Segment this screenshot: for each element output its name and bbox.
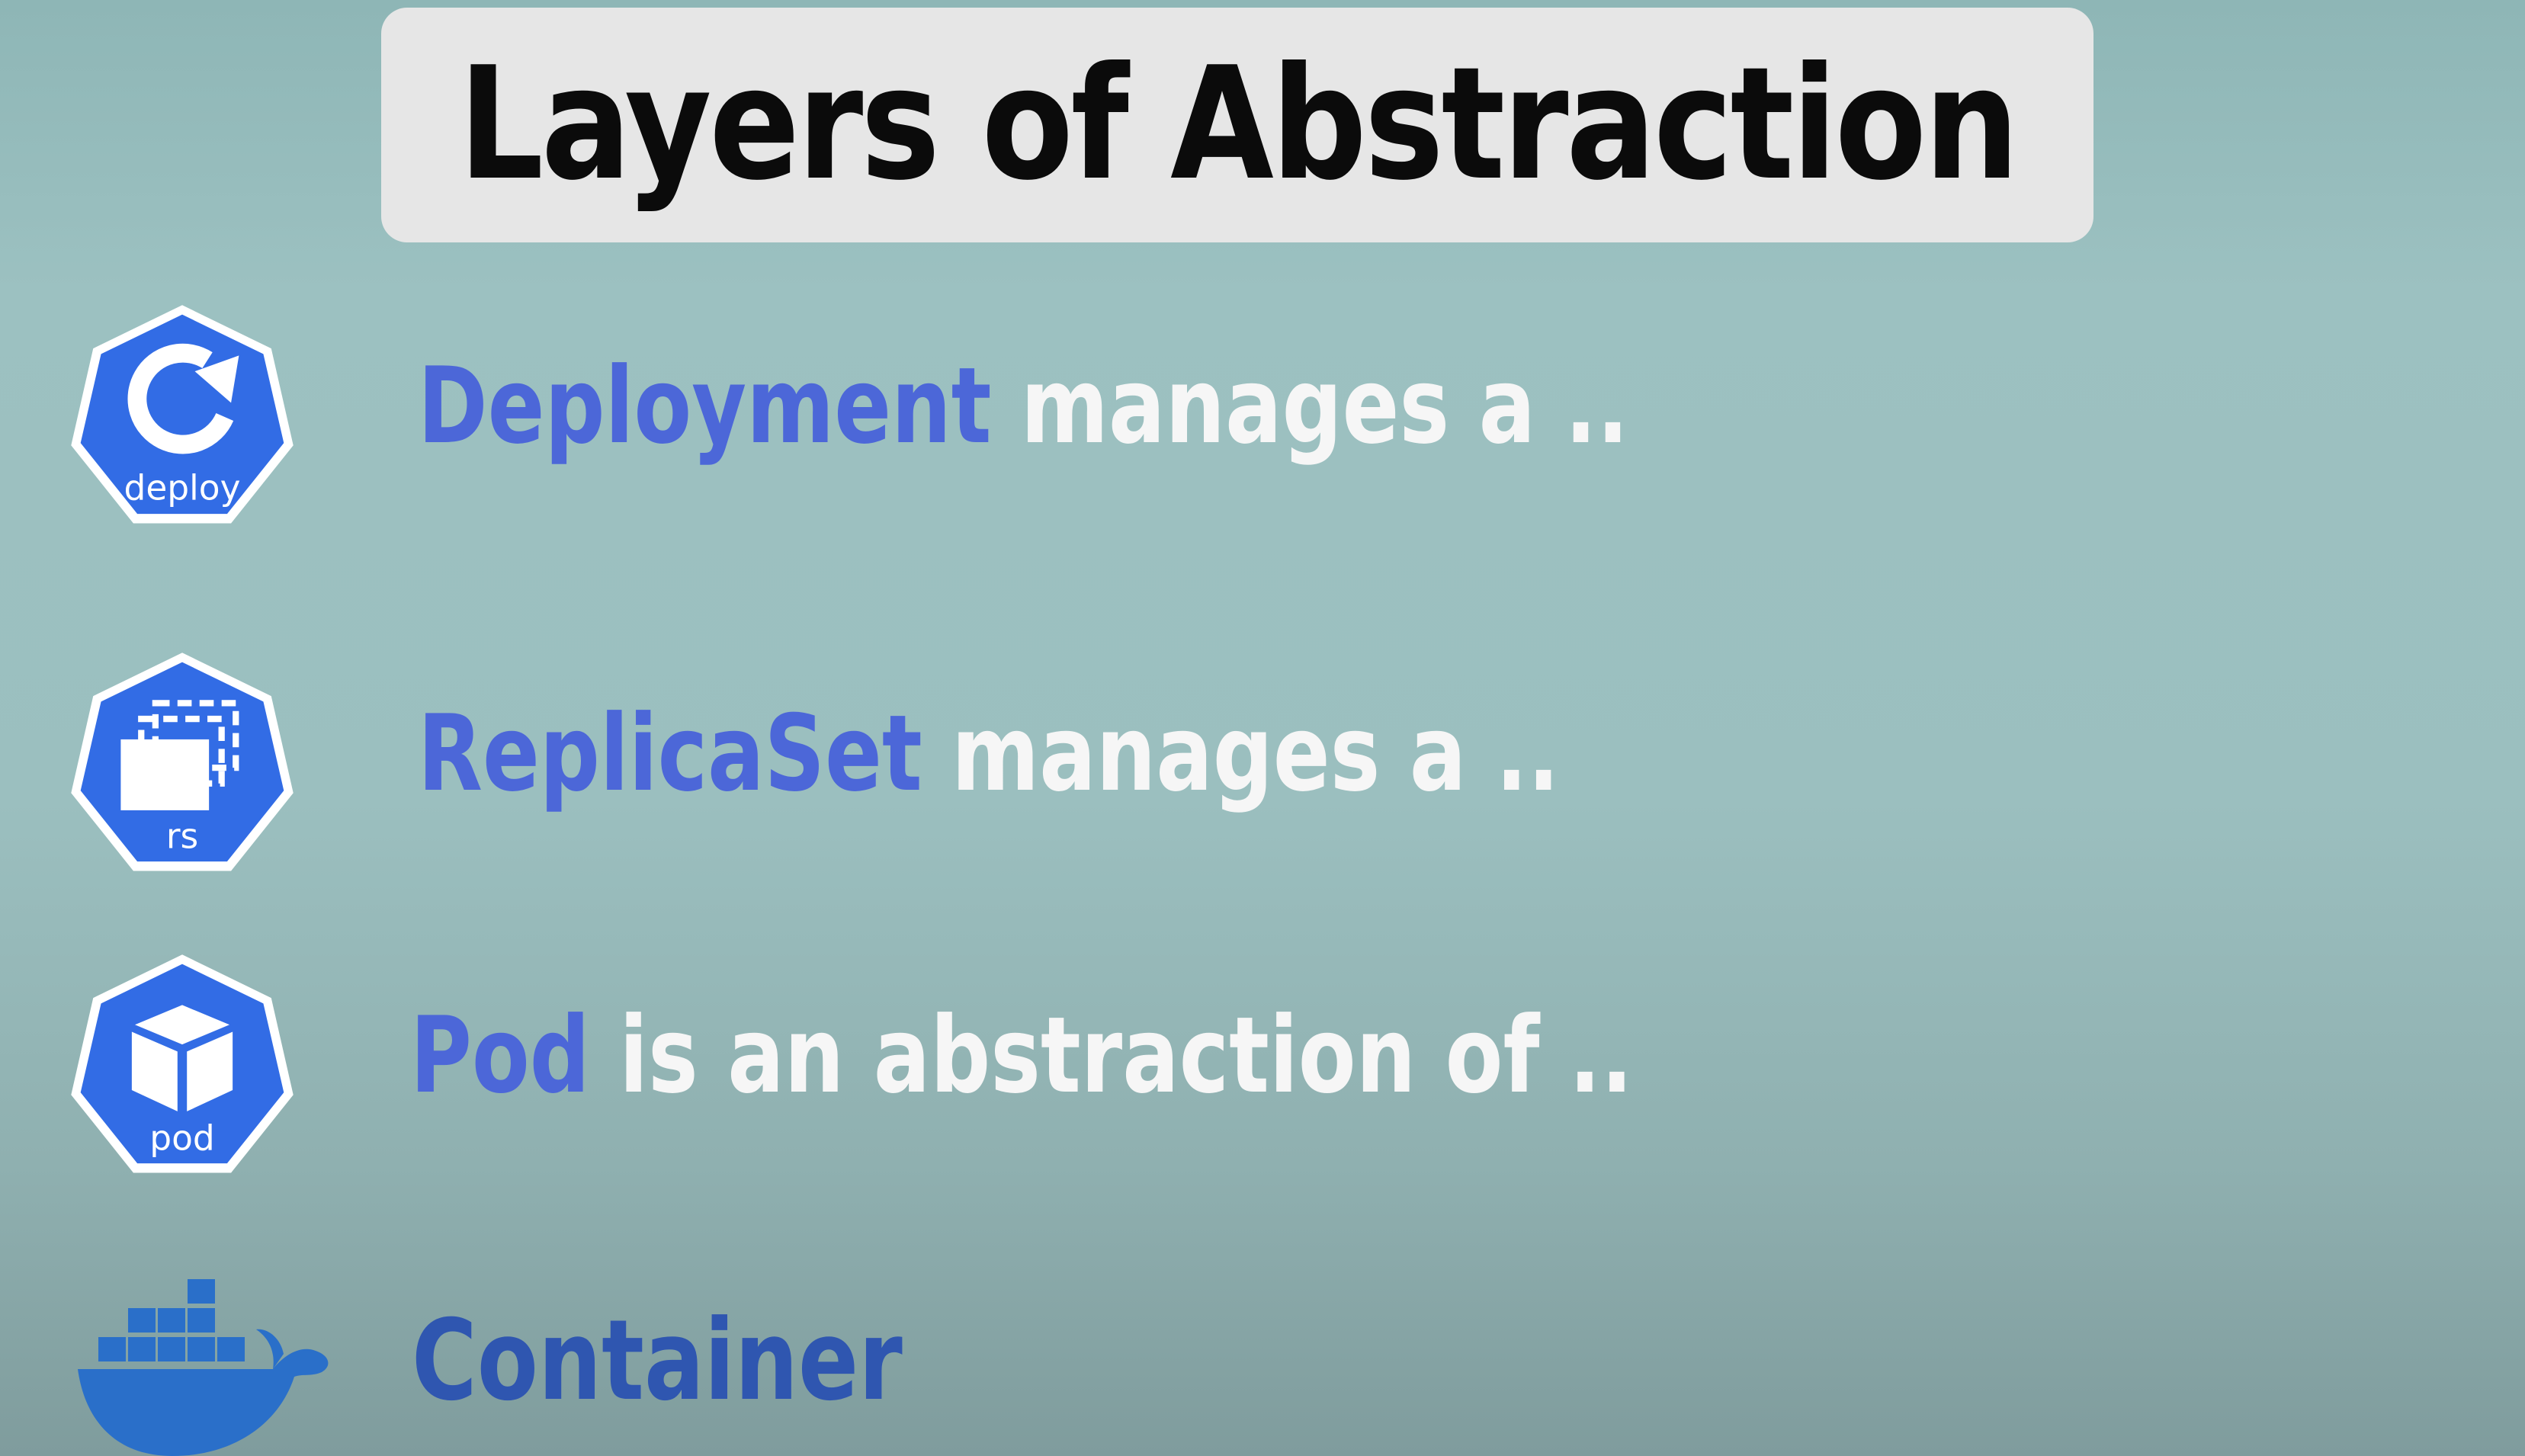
layer-description: manages a ..	[991, 345, 1629, 467]
pod-icon-label: pod	[149, 1118, 215, 1159]
layer-description: manages a ..	[922, 692, 1560, 815]
deploy-icon-label: deploy	[124, 468, 240, 508]
layer-text-deployment: Deployment manages a ..	[418, 354, 1628, 459]
layer-row-deployment: deploy Deployment manages a ..	[0, 299, 2525, 550]
pod-icon: pod	[64, 948, 300, 1185]
title-banner: Layers of Abstraction	[381, 8, 2093, 242]
layer-text-replicaset: ReplicaSet manages a ..	[418, 701, 1560, 807]
deploy-icon: deploy	[64, 299, 300, 535]
slide-title: Layers of Abstraction	[458, 34, 2019, 215]
layer-row-pod: pod Pod is an abstraction of ..	[0, 948, 2525, 1200]
layer-keyword: Deployment	[418, 345, 992, 467]
replicaset-icon: rs	[64, 646, 300, 883]
layer-row-replicaset: rs ReplicaSet manages a ..	[0, 646, 2525, 898]
layer-text-pod: Pod is an abstraction of ..	[410, 1003, 1633, 1108]
layer-description: is an abstraction of ..	[589, 994, 1633, 1117]
layer-keyword: ReplicaSet	[418, 692, 922, 815]
layer-keyword: Pod	[410, 994, 590, 1117]
layer-keyword-container: Container	[412, 1296, 903, 1426]
replicaset-icon-label: rs	[166, 816, 198, 857]
docker-icon	[73, 1275, 332, 1456]
